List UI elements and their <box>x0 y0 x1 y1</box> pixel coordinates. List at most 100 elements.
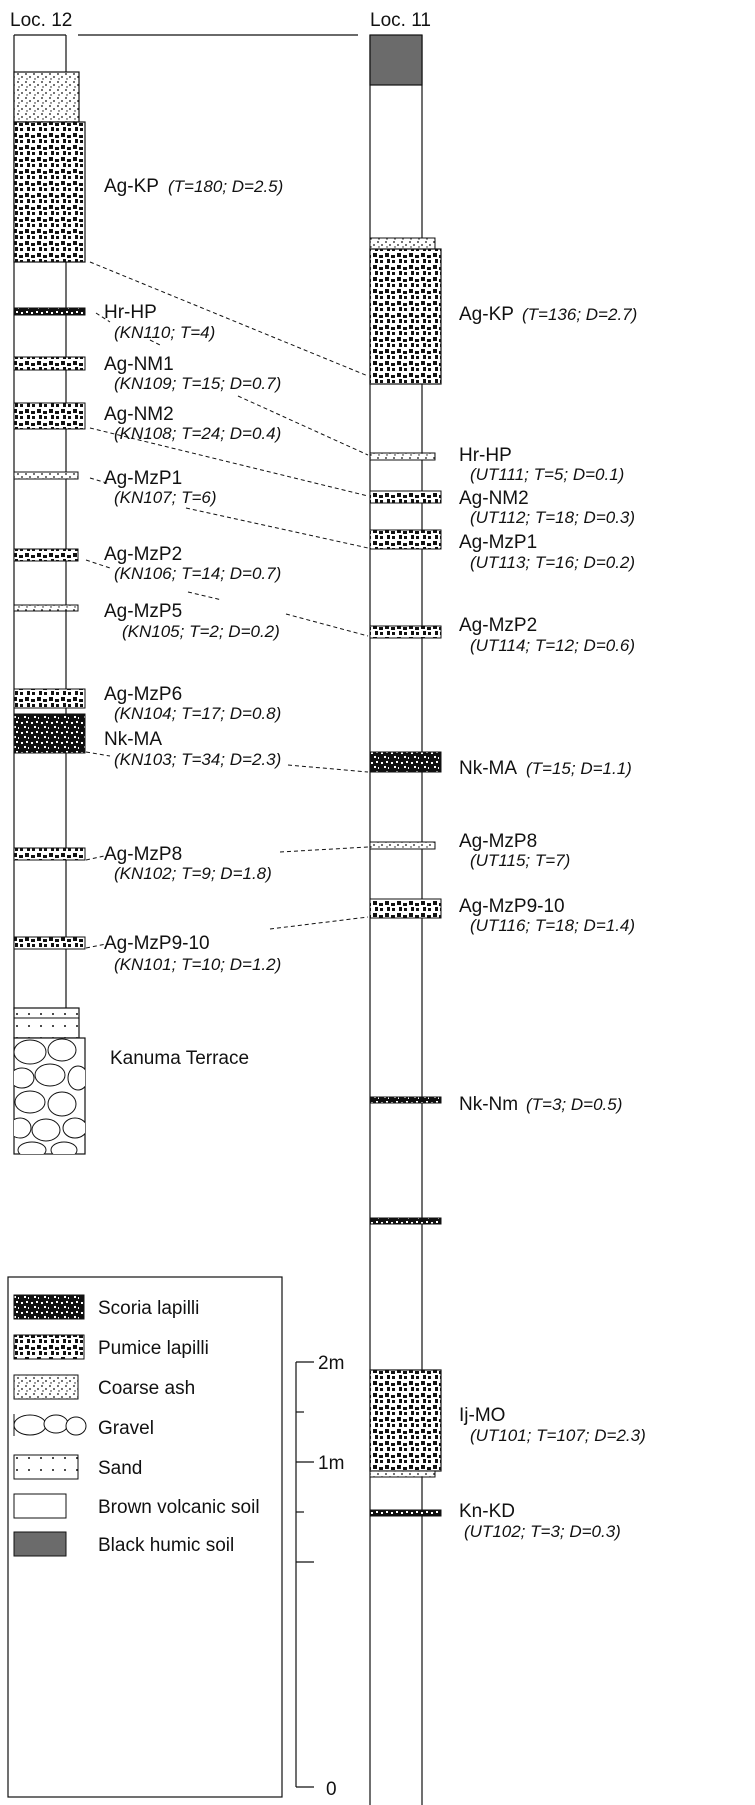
legend: Scoria lapilli Pumice lapilli Coarse ash… <box>8 1277 282 1797</box>
loc12-coarse-ash-layer <box>14 72 79 122</box>
loc11-label-name: Ag-MzP9-10 <box>459 896 565 917</box>
loc12-ag-mzp6-layer <box>14 689 85 708</box>
loc12-label-detail: (KN106; T=14; D=0.7) <box>114 564 281 583</box>
loc12-ag-kp-layer <box>14 122 85 262</box>
loc11-kn-kd-layer <box>370 1510 441 1516</box>
loc12-gravel-layer <box>9 1038 88 1158</box>
loc11-unlabeled-thin-layer <box>370 1218 441 1224</box>
loc11-label-name: Ag-NM2 <box>459 488 529 509</box>
loc11-label-detail: (T=136; D=2.7) <box>522 305 637 324</box>
black-soil-swatch <box>14 1532 66 1556</box>
scale-label-bottom: 0 <box>326 1779 337 1800</box>
correlation-line-nk-ma-a <box>86 752 110 756</box>
loc12-ag-mzp5-layer <box>14 605 78 611</box>
legend-label: Sand <box>98 1458 142 1479</box>
loc12-label-detail: (KN109; T=15; D=0.7) <box>114 374 281 393</box>
sand-swatch <box>14 1455 78 1479</box>
loc12-label-name: Hr-HP <box>104 302 157 323</box>
loc11-label-detail: (UT112; T=18; D=0.3) <box>470 508 635 527</box>
legend-label: Black humic soil <box>98 1535 234 1556</box>
loc11-ag-mzp1-layer <box>370 530 441 549</box>
loc11-ag-mzp8-layer <box>370 842 435 849</box>
scoria-swatch <box>14 1295 84 1319</box>
loc11-label-detail: (T=3; D=0.5) <box>526 1095 622 1114</box>
legend-label: Gravel <box>98 1418 154 1439</box>
legend-label: Brown volcanic soil <box>98 1497 260 1518</box>
correlation-line-ag-mzp2-b <box>188 592 222 600</box>
loc12-label-name: Ag-KP <box>104 176 159 197</box>
loc11-label-name: Ag-MzP8 <box>459 831 537 852</box>
loc12-label-detail: (KN101; T=10; D=1.2) <box>114 955 281 974</box>
loc11-label-detail: (UT114; T=12; D=0.6) <box>470 636 635 655</box>
scale-bar <box>296 1362 314 1787</box>
loc12-ag-mzp9-10-layer <box>14 937 85 949</box>
correlation-line-ag-mzp8-a <box>86 856 104 860</box>
loc12-label-name: Ag-MzP8 <box>104 844 182 865</box>
loc11-label-name: Nk-Nm <box>459 1094 518 1115</box>
loc11-label-name: Nk-MA <box>459 758 517 779</box>
loc12-hr-hp-layer <box>14 308 85 315</box>
loc12-label-detail: (KN105; T=2; D=0.2) <box>122 622 280 641</box>
loc11-label-detail: (UT116; T=18; D=1.4) <box>470 916 635 935</box>
loc11-label-name: Ag-MzP2 <box>459 615 537 636</box>
loc12-label-name: Ag-NM2 <box>104 404 174 425</box>
coarse-ash-swatch <box>14 1375 78 1399</box>
scale-label-top: 2m <box>318 1353 344 1374</box>
pumice-swatch <box>14 1335 84 1359</box>
loc11-coarse-ash-layer <box>370 238 435 249</box>
loc12-label-name: Ag-MzP1 <box>104 468 182 489</box>
correlation-line-ag-mzp9-10-a <box>86 944 106 948</box>
legend-label: Coarse ash <box>98 1378 195 1399</box>
loc12-ag-nm2-layer <box>14 403 85 429</box>
loc12-label-name: Ag-MzP9-10 <box>104 933 210 954</box>
loc11-label-name: Ag-KP <box>459 304 514 325</box>
loc11-header: Loc. 11 <box>370 10 431 31</box>
correlation-line-ag-mzp1-b <box>186 508 368 548</box>
correlation-line-ag-mzp9-10-b <box>270 917 368 929</box>
loc12-column <box>9 35 88 1158</box>
loc11-ag-mzp2-layer <box>370 626 441 638</box>
loc12-label-name: Ag-MzP6 <box>104 684 182 705</box>
loc12-sand-layer <box>14 1008 79 1038</box>
correlation-line-ag-mzp2-c <box>286 614 368 636</box>
loc11-nk-nm-layer <box>370 1097 441 1103</box>
loc11-label-detail: (UT113; T=16; D=0.2) <box>470 553 635 572</box>
loc11-label-detail: (UT102; T=3; D=0.3) <box>464 1522 621 1541</box>
loc11-label-detail: (UT111; T=5; D=0.1) <box>470 465 624 484</box>
loc11-label-detail: (UT101; T=107; D=2.3) <box>470 1426 646 1445</box>
loc12-labels: Ag-KP (T=180; D=2.5) Hr-HP (KN110; T=4) … <box>104 176 283 1069</box>
loc12-label-detail: (KN107; T=6) <box>114 488 217 507</box>
scale-label-mid: 1m <box>318 1453 344 1474</box>
correlation-line-nk-ma-b <box>288 765 368 772</box>
loc11-ag-kp-layer <box>370 249 441 384</box>
loc11-column <box>370 35 441 1805</box>
loc12-label-name: Ag-NM1 <box>104 354 174 375</box>
loc11-ag-nm2-layer <box>370 491 441 503</box>
brown-soil-swatch <box>14 1494 66 1518</box>
loc11-label-name: Ag-MzP1 <box>459 532 537 553</box>
loc11-label-detail: (UT115; T=7) <box>470 851 570 870</box>
loc12-label-detail: (KN103; T=34; D=2.3) <box>114 750 281 769</box>
loc11-label-name: Kn-KD <box>459 1501 515 1522</box>
legend-label: Scoria lapilli <box>98 1298 199 1319</box>
correlation-line-ag-mzp8-b <box>280 847 368 852</box>
loc12-ag-nm1-layer <box>14 357 85 370</box>
loc11-nk-ma-layer <box>370 752 441 772</box>
loc12-nk-ma-layer <box>14 714 85 753</box>
loc11-ij-mo-ash-layer <box>370 1471 435 1477</box>
loc12-header: Loc. 12 <box>10 10 72 31</box>
loc11-label-detail: (T=15; D=1.1) <box>526 759 632 778</box>
loc12-label-name: Ag-MzP5 <box>104 601 182 622</box>
loc12-label-name: Nk-MA <box>104 729 162 750</box>
loc11-ij-mo-layer <box>370 1370 441 1471</box>
loc11-label-name: Ij-MO <box>459 1405 505 1426</box>
loc12-label-detail: (KN102; T=9; D=1.8) <box>114 864 272 883</box>
loc11-label-name: Hr-HP <box>459 445 512 466</box>
loc12-label-detail: (KN104; T=17; D=0.8) <box>114 704 281 723</box>
loc11-black-humic-soil-layer <box>370 35 422 85</box>
loc12-ag-mzp1-layer <box>14 472 78 479</box>
loc11-labels: Ag-KP (T=136; D=2.7) Hr-HP (UT111; T=5; … <box>459 304 646 1541</box>
loc12-label-name: Kanuma Terrace <box>110 1048 249 1069</box>
loc12-label-name: Ag-MzP2 <box>104 544 182 565</box>
